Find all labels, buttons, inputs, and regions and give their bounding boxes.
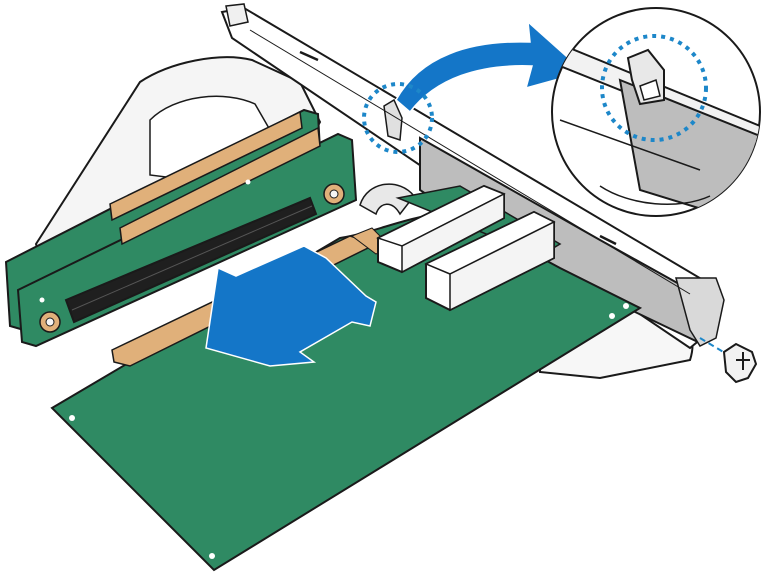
detail-callout-circle <box>600 34 708 142</box>
bracket-tab-callout-circle <box>362 82 434 154</box>
detail-tab-slot <box>639 79 661 101</box>
bracket-tab-detail <box>551 7 761 217</box>
io-bracket-top-tab <box>225 3 249 27</box>
pcb-mount-hole <box>609 313 615 319</box>
io-bracket-tab-clip <box>383 98 403 142</box>
riser-dot <box>39 297 45 303</box>
screw <box>699 337 758 384</box>
screw-body <box>722 342 758 384</box>
pcb-mount-hole <box>209 553 215 559</box>
pcie-slot <box>64 196 318 324</box>
screw-head-slot <box>736 352 750 370</box>
riser-rear-gold-fingers <box>109 110 303 222</box>
insert-direction-arrow <box>205 245 377 367</box>
io-bracket-screw-tab <box>675 277 725 347</box>
riser-card <box>4 108 358 348</box>
pcb-mount-hole <box>69 415 75 421</box>
riser-mount-hole <box>323 183 345 205</box>
pcb-mount-hole <box>623 303 629 309</box>
connector-block <box>376 184 506 274</box>
screw-guide-line <box>699 337 731 357</box>
riser-mount-hole <box>39 311 61 333</box>
riser-dot <box>245 179 251 185</box>
detail-lower-edge <box>599 185 711 205</box>
connector-block <box>424 210 556 312</box>
riser-front-gold-fingers <box>119 126 321 246</box>
card-connectors <box>376 184 556 312</box>
